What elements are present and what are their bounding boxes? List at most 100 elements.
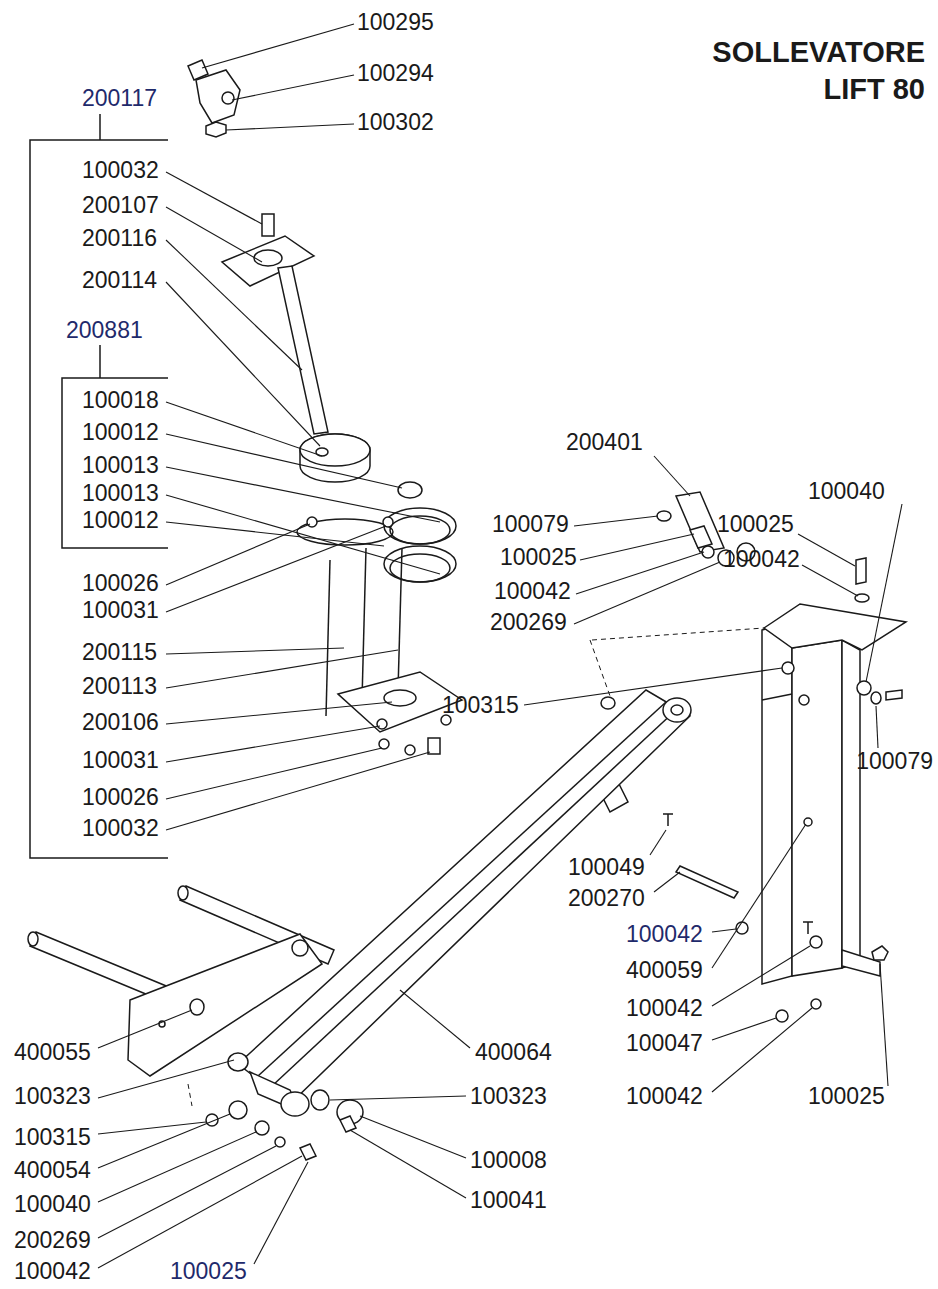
leader-line-shape [226, 124, 354, 130]
cylinder-parts-shape [377, 719, 387, 729]
arm-shape [671, 705, 683, 715]
leader-line-shape [876, 706, 878, 748]
callout-text: 100040 [808, 478, 885, 504]
base-frame-shape [292, 940, 308, 956]
column-shape [782, 662, 794, 674]
callout-text: 100025 [808, 1083, 885, 1109]
leader-line-shape [166, 495, 440, 574]
cylinder-parts-shape [384, 690, 416, 706]
cylinder-parts-shape [405, 745, 415, 755]
title: SOLLEVATORE LIFT 80 [695, 34, 925, 108]
cylinder-parts-shape [300, 434, 370, 466]
callout-number: 100031 [82, 747, 159, 773]
callout-number: 100018 [82, 387, 159, 413]
leader-line-shape [166, 240, 302, 370]
leader-line-shape [98, 1114, 230, 1168]
callout-number: 100294 [357, 60, 434, 86]
callout-text: 200269 [490, 609, 567, 635]
callout-number: 200114 [82, 267, 157, 293]
leader-line-shape [166, 402, 322, 456]
callout-number: 100079 [492, 511, 569, 537]
leader-line-shape [712, 929, 736, 932]
leader-line-shape [98, 1060, 234, 1098]
callout-text: 200270 [568, 885, 645, 911]
leader-line-shape [166, 434, 402, 488]
leader-line-shape [166, 748, 382, 799]
callout-text: 100008 [470, 1147, 547, 1173]
callout-text: 100012 [82, 419, 159, 445]
leader-line-shape [574, 516, 658, 526]
callout-text: 100025 [500, 544, 577, 570]
callout-text: 100025 [717, 511, 794, 537]
bracket-shape [99, 345, 101, 378]
leader-line [98, 24, 902, 1268]
callout-number: 100042 [14, 1258, 91, 1284]
callout-number: 100042 [626, 995, 703, 1021]
callout-text: 100295 [357, 9, 434, 35]
callout-text: 100042 [626, 1083, 703, 1109]
pin-parts-shape [676, 492, 724, 552]
callout-text: 100042 [494, 578, 571, 604]
base-frame-shape [190, 999, 204, 1015]
callout-text: 200115 [82, 639, 157, 665]
cylinder-parts-shape [398, 548, 402, 690]
arm [228, 690, 691, 1116]
leader-line-shape [400, 990, 470, 1048]
pivot-parts-shape [311, 1090, 329, 1110]
callout-number: 100042 [626, 1083, 703, 1109]
arm-shape [238, 690, 690, 1104]
callout-number: 100012 [82, 419, 159, 445]
leader-line-shape [166, 648, 344, 654]
leader-line-shape [580, 534, 694, 560]
cylinder-parts-shape [383, 517, 393, 527]
callout-text: 200113 [82, 673, 157, 699]
pin-parts [657, 492, 881, 704]
column-shape [663, 814, 673, 826]
leader-line-shape [574, 562, 720, 624]
pin-parts-shape [657, 511, 671, 521]
callout-text: 100315 [442, 692, 519, 718]
cylinder-parts-shape [390, 516, 450, 544]
pivot-parts-shape [340, 1116, 356, 1132]
pivot-parts-shape [229, 1101, 247, 1119]
leader-line-shape [98, 1156, 302, 1268]
leader-line-shape [654, 456, 690, 496]
leader-line-shape [166, 467, 440, 522]
base-frame-shape [28, 932, 38, 946]
leader-line-shape [712, 946, 810, 1006]
leader-line-shape [166, 650, 398, 688]
callout-number: 400059 [626, 957, 703, 983]
callout-number: 200117 [82, 85, 157, 111]
leader-line-shape [330, 1096, 466, 1100]
bracket [30, 114, 168, 858]
callout-text: 100031 [82, 597, 159, 623]
callout-text: 100315 [14, 1124, 91, 1150]
callout-number: 100025 [808, 1083, 885, 1109]
pin-parts-shape [690, 526, 712, 548]
callout-text: 100013 [82, 480, 159, 506]
leader-line-shape [880, 964, 888, 1086]
leader-line-shape [866, 504, 902, 682]
column-shape [872, 946, 888, 960]
callout-text: 100026 [82, 570, 159, 596]
dashed-guide [188, 628, 764, 1106]
callout-number: 100012 [82, 507, 159, 533]
callout-number: 100025 [500, 544, 577, 570]
callout-number: 100315 [14, 1124, 91, 1150]
callout-number: 100008 [470, 1147, 547, 1173]
callout-number: 200115 [82, 639, 157, 665]
leader-line-shape [712, 824, 806, 968]
base-frame-shape [128, 934, 322, 1076]
callout-number: 100026 [82, 784, 159, 810]
callout-number: 100079 [856, 748, 933, 774]
leader-line-shape [254, 1162, 308, 1264]
callout-text: 100040 [14, 1191, 91, 1217]
callout-number: 100323 [470, 1083, 547, 1109]
leader-line-shape [98, 1010, 192, 1048]
bracket-shape [62, 378, 168, 548]
callout-number: 200107 [82, 192, 159, 218]
leader-line-shape [350, 1130, 466, 1198]
leader-line-shape [202, 24, 354, 68]
column-shape [886, 690, 902, 700]
